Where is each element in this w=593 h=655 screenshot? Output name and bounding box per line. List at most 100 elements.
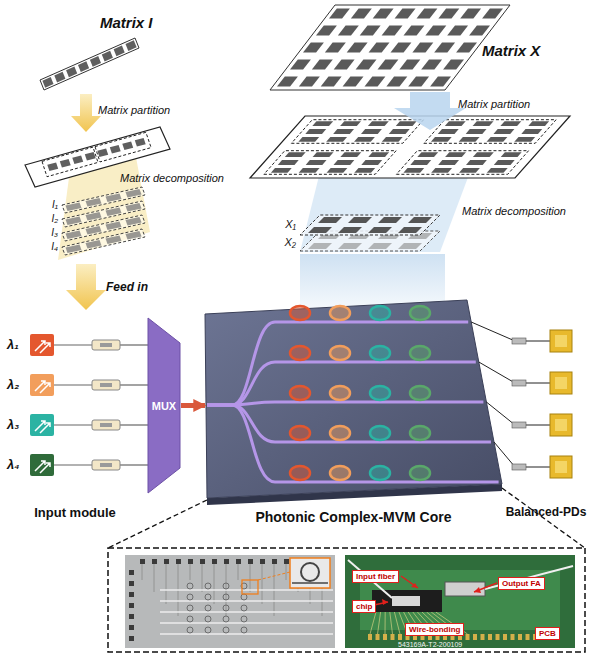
matrix-cell [378,233,402,239]
micro-ring [290,306,310,320]
leader-arrow [474,583,497,592]
photo-tag-text: Wire-bonding [409,624,460,635]
matrix-cell [321,76,342,86]
micro-ring [410,346,430,360]
fiber-connector [512,464,526,470]
inset-connector [108,488,585,652]
micro-ring [330,386,350,400]
matrix-cell [456,42,477,52]
waveguide [160,589,333,590]
matrix-cell [340,152,361,157]
wavelength-label: λ₄ [7,457,19,472]
matrix-cell [316,25,337,35]
inset-frame [108,548,585,652]
matrix-cell [106,221,122,230]
bond-wire [385,612,386,634]
matrix-cell [466,129,487,134]
matrix-cell [126,40,137,51]
bond-pad [129,625,134,630]
micro-ring [241,616,247,622]
matrix-plate [62,187,145,213]
matrix-plate [300,215,440,235]
chip-shape [205,300,502,500]
mux-block: MUX [148,318,180,493]
matrix-cell [389,129,410,134]
matrix-cell [351,8,372,18]
output-fiber [486,402,550,425]
trace [238,564,239,580]
matrix-cell [122,141,133,150]
micro-ring [187,594,193,600]
matrix-cell [459,137,480,142]
micro-ring [223,605,229,611]
photo-tag-text: Input fiber [356,571,395,582]
matrix-cell [327,168,348,173]
modulator-symbol [92,420,120,430]
matrix-title: Matrix I [100,14,153,31]
matrix-cell [318,233,342,239]
bond-pad [129,603,134,608]
mux-shape [148,318,180,493]
modulator-symbol [92,460,120,470]
bond-pad [236,559,241,564]
fiber [54,344,92,345]
matrix-cell [396,121,417,126]
leader-arrow [474,587,481,593]
matrix-cell [382,137,403,142]
matrix-cell [438,129,459,134]
step-label: Matrix partition [98,104,170,116]
matrix-cell [368,152,389,157]
matrix-plate [62,229,145,255]
bond-pad [212,559,217,564]
wavelength-label: λ₃ [7,417,19,432]
pcb-pad [526,634,530,640]
micro-ring [301,563,319,581]
micro-ring [330,466,350,480]
matrix-cell [356,59,377,69]
matrix-cell [72,155,83,164]
bond-pad [140,559,145,564]
micro-ring [205,627,211,633]
micro-ring [223,627,229,633]
bond-pad [284,559,289,564]
laser-symbol [35,341,50,353]
matrix-cell [303,42,324,52]
matrix-cell [126,189,142,198]
matrix-cell [447,25,468,35]
step-label: Feed in [106,280,148,294]
chip-title: Photonic Complex-MVM Core [205,509,502,525]
matrix-cell [382,25,403,35]
matrix-cell [318,217,342,223]
bond-pad [164,559,169,564]
sub-matrix-label: I₃ [51,227,58,238]
matrix-cell [333,129,354,134]
board-marking: 543169A-T2-200109 [398,641,462,648]
partition-outline [424,120,556,144]
matrix-cell [42,77,53,88]
micro-ring [290,466,310,480]
matrix-cell [308,243,332,249]
output-fiber [479,362,550,383]
fiber [120,424,150,425]
micro-ring [187,627,193,633]
output-fiber [471,322,550,341]
matrix-cell [285,152,306,157]
matrix-cell [106,193,122,202]
photo-tag: Wire-bonding [405,623,464,636]
matrix-cell [430,76,451,86]
partition-outline [291,120,423,144]
modulator-symbol [92,340,120,350]
zoom-box [290,558,330,588]
trace [166,564,167,604]
matrix-cell [126,231,142,240]
bond-wire [390,612,393,634]
leader-arrow [411,583,418,588]
micro-ring [205,605,211,611]
bond-pad [296,559,301,564]
fiber-array [445,582,485,596]
sub-matrix-label: I₂ [51,213,58,224]
pcb-photo [345,555,575,648]
laser-symbol [35,461,50,473]
pcb-pad [511,634,515,640]
partition-sheet [25,127,170,187]
